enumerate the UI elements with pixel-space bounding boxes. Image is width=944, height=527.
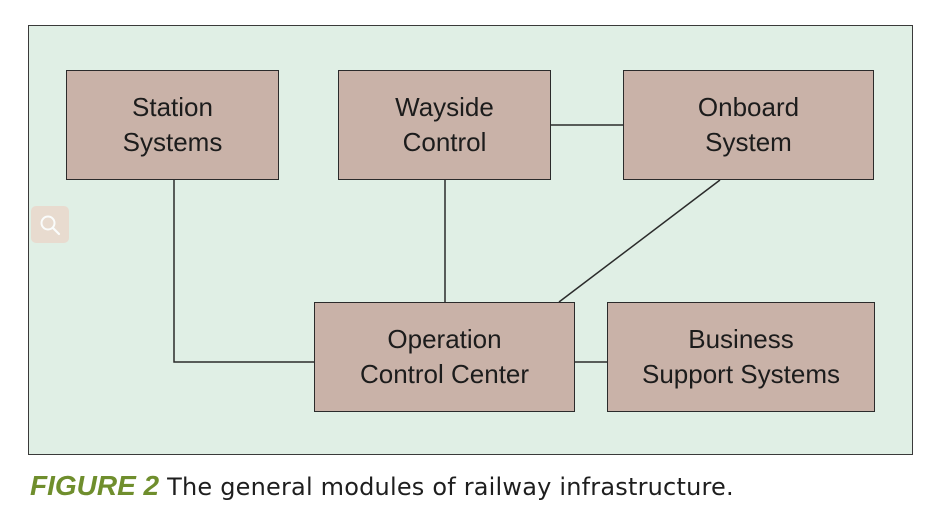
module-label-line: Station (132, 92, 213, 122)
module-label-line: Operation (387, 324, 502, 354)
figure-caption-text: The general modules of railway infrastru… (167, 473, 734, 501)
module-station-systems: Station Systems (66, 70, 279, 180)
module-label-line: System (705, 127, 792, 157)
module-label-line: Wayside (395, 92, 494, 122)
module-label-line: Systems (122, 127, 223, 157)
zoom-button[interactable] (31, 206, 69, 243)
figure-label: FIGURE 2 (30, 470, 160, 501)
module-label-line: Support Systems (642, 359, 840, 389)
module-label-line: Control Center (359, 359, 530, 389)
search-icon (40, 215, 61, 235)
module-business-support-systems: Business Support Systems (607, 302, 875, 412)
module-wayside-control: Wayside Control (338, 70, 551, 180)
module-label-line: Onboard (697, 92, 800, 122)
module-label-line: Business (688, 324, 794, 354)
module-operation-control-center: Operation Control Center (314, 302, 575, 412)
module-onboard-system: Onboard System (623, 70, 874, 180)
module-label-line: Control (402, 127, 487, 157)
